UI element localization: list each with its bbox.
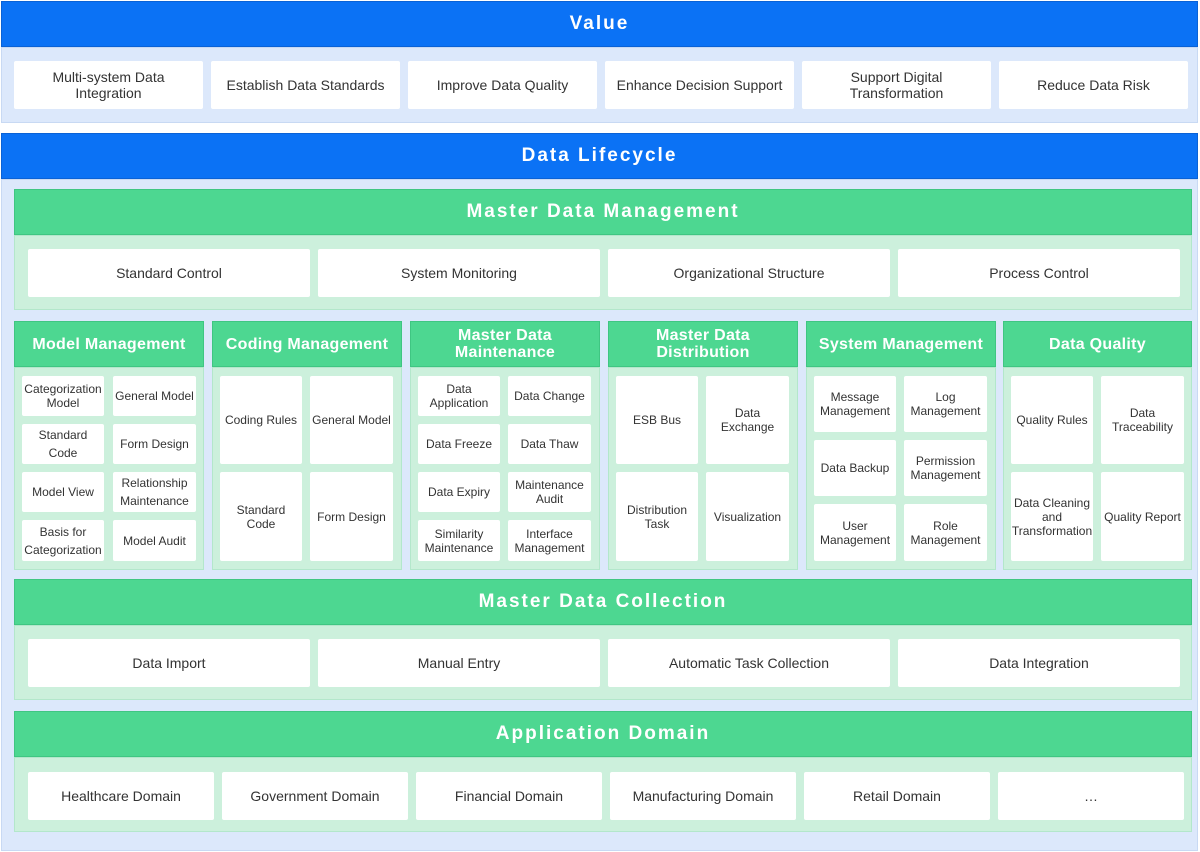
module-item: Categorization Model: [22, 376, 104, 416]
module-panel: ESB Bus Data Exchange Distribution Task …: [608, 367, 798, 570]
module-item: Interface Management: [508, 520, 591, 561]
value-item-2: Establish Data Standards: [211, 61, 400, 109]
module-item: Quality Report: [1101, 472, 1184, 561]
module-item: Data Freeze: [418, 424, 500, 464]
value-title: Value: [569, 13, 630, 34]
module-item: Visualization: [706, 472, 789, 561]
module-item: Data Application: [418, 376, 500, 416]
module-item: ESB Bus: [616, 376, 698, 464]
lifecycle-title: Data Lifecycle: [521, 145, 678, 166]
domain-item-government: Government Domain: [222, 772, 408, 820]
module-item: Log Management: [904, 376, 987, 432]
module-header: Model Management: [14, 321, 204, 367]
module-title: Master Data Maintenance: [454, 327, 556, 361]
module-master-data-distribution: Master Data Distribution ESB Bus Data Ex…: [608, 321, 798, 570]
domain-panel: Healthcare Domain Government Domain Fina…: [14, 757, 1192, 832]
module-coding-management: Coding Management Coding Rules General M…: [212, 321, 402, 570]
module-item: Maintenance Audit: [508, 472, 591, 512]
value-item-1: Multi-system Data Integration: [14, 61, 203, 109]
value-item-5: Support Digital Transformation: [802, 61, 991, 109]
module-item: Data Exchange: [706, 376, 789, 464]
module-model-management: Model Management Categorization Model Ge…: [14, 321, 204, 570]
value-item-6: Reduce Data Risk: [999, 61, 1188, 109]
module-header: Master Data Distribution: [608, 321, 798, 367]
mdm-panel: Standard Control System Monitoring Organ…: [14, 235, 1192, 310]
domain-item-financial: Financial Domain: [416, 772, 602, 820]
module-item: Data Change: [508, 376, 591, 416]
module-data-quality: Data Quality Quality Rules Data Traceabi…: [1003, 321, 1192, 570]
domain-item-healthcare: Healthcare Domain: [28, 772, 214, 820]
module-item: Role Management: [904, 504, 987, 561]
mdm-item-system-monitoring: System Monitoring: [318, 249, 600, 297]
value-item-3: Improve Data Quality: [408, 61, 597, 109]
module-title: System Management: [818, 335, 984, 353]
module-panel: Quality Rules Data Traceability Data Cle…: [1003, 367, 1192, 570]
value-item-4: Enhance Decision Support: [605, 61, 794, 109]
module-item: Message Management: [814, 376, 896, 432]
module-item: Relationship Maintenance: [113, 472, 196, 512]
mdm-item-process-control: Process Control: [898, 249, 1180, 297]
module-item: Model Audit: [113, 520, 196, 561]
module-master-data-maintenance: Master Data Maintenance Data Application…: [410, 321, 600, 570]
domain-title: Application Domain: [495, 723, 711, 744]
module-item: Coding Rules: [220, 376, 302, 464]
module-panel: Coding Rules General Model Standard Code…: [212, 367, 402, 570]
module-item: Quality Rules: [1011, 376, 1093, 464]
domain-item-more: …: [998, 772, 1184, 820]
module-item: Similarity Maintenance: [418, 520, 500, 561]
module-item: General Model: [310, 376, 393, 464]
collection-item-manual-entry: Manual Entry: [318, 639, 600, 687]
collection-item-data-integration: Data Integration: [898, 639, 1180, 687]
module-panel: Data Application Data Change Data Freeze…: [410, 367, 600, 570]
module-panel: Categorization Model General Model Stand…: [14, 367, 204, 570]
module-header: Data Quality: [1003, 321, 1192, 367]
module-title: Data Quality: [1049, 335, 1146, 353]
collection-title: Master Data Collection: [478, 591, 728, 612]
domain-header: Application Domain: [14, 711, 1192, 757]
module-item: Standard Code: [220, 472, 302, 561]
mdm-item-organizational-structure: Organizational Structure: [608, 249, 890, 297]
mdm-title: Master Data Management: [466, 201, 740, 222]
module-item: Model View: [22, 472, 104, 512]
module-item: General Model: [113, 376, 196, 416]
module-item: Form Design: [310, 472, 393, 561]
collection-header: Master Data Collection: [14, 579, 1192, 625]
module-item: Data Backup: [814, 440, 896, 496]
module-item: Data Cleaning and Transformation: [1011, 472, 1093, 561]
module-title: Model Management: [32, 335, 186, 353]
module-panel: Message Management Log Management Data B…: [806, 367, 996, 570]
collection-panel: Data Import Manual Entry Automatic Task …: [14, 625, 1192, 700]
module-system-management: System Management Message Management Log…: [806, 321, 996, 570]
module-title: Master Data Distribution: [655, 327, 750, 361]
mdm-header: Master Data Management: [14, 189, 1192, 235]
module-item: User Management: [814, 504, 896, 561]
domain-item-manufacturing: Manufacturing Domain: [610, 772, 796, 820]
domain-item-retail: Retail Domain: [804, 772, 990, 820]
module-header: Master Data Maintenance: [410, 321, 600, 367]
module-item: Basis for Categorization: [22, 520, 104, 561]
lifecycle-header: Data Lifecycle: [1, 133, 1198, 179]
module-item: Form Design: [113, 424, 196, 464]
module-header: System Management: [806, 321, 996, 367]
module-item: Standard Code: [22, 424, 104, 464]
collection-item-data-import: Data Import: [28, 639, 310, 687]
module-title: Coding Management: [225, 335, 389, 353]
value-panel: Multi-system Data Integration Establish …: [1, 47, 1198, 123]
collection-item-automatic-task: Automatic Task Collection: [608, 639, 890, 687]
mdm-item-standard-control: Standard Control: [28, 249, 310, 297]
value-header: Value: [1, 1, 1198, 47]
module-item: Permission Management: [904, 440, 987, 496]
module-item: Data Expiry: [418, 472, 500, 512]
module-item: Distribution Task: [616, 472, 698, 561]
module-item: Data Thaw: [508, 424, 591, 464]
module-item: Data Traceability: [1101, 376, 1184, 464]
module-header: Coding Management: [212, 321, 402, 367]
